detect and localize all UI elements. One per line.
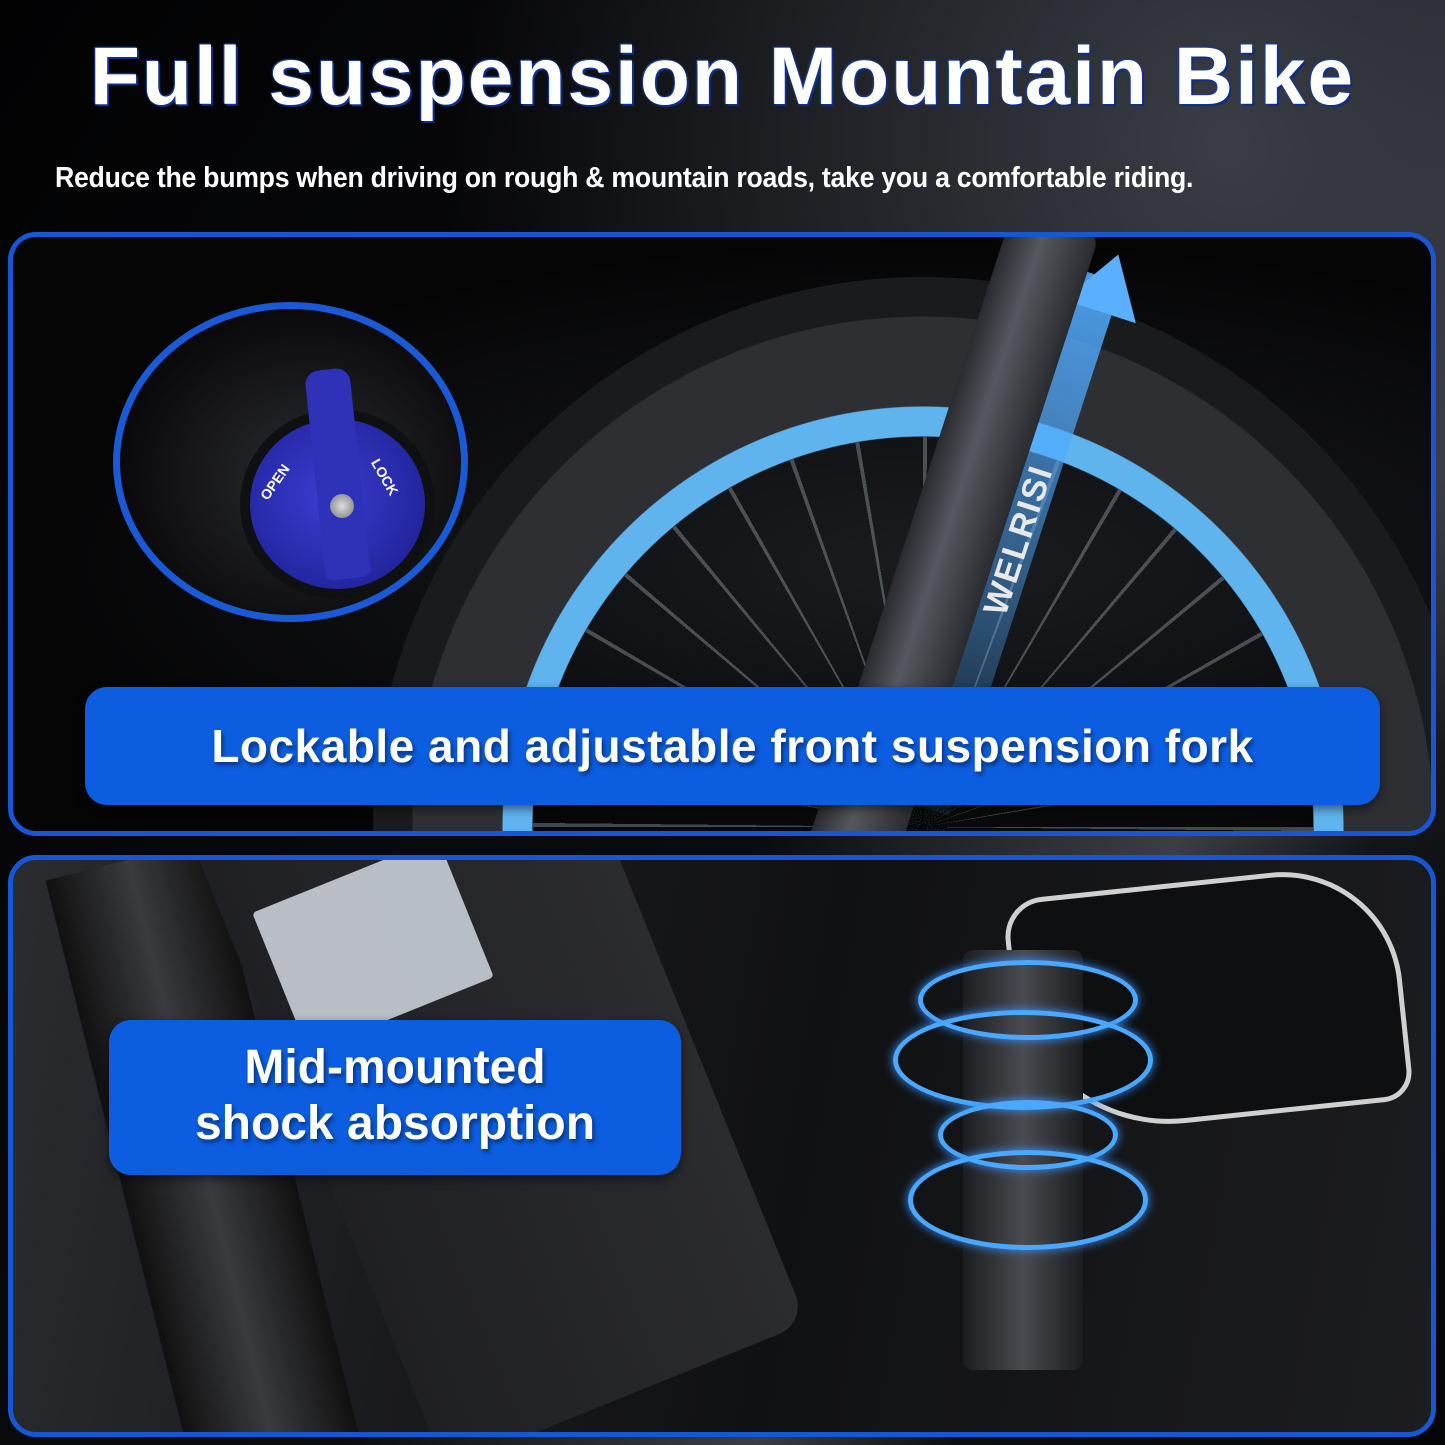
mid-shock-caption: Mid-mounted shock absorption: [109, 1020, 681, 1175]
caption-line-2: shock absorption: [194, 1097, 596, 1150]
page-title: Full suspension Mountain Bike: [89, 31, 1356, 122]
page-subtitle: Reduce the bumps when driving on rough &…: [55, 162, 1194, 194]
motion-ring-icon: [893, 1010, 1153, 1110]
front-fork-panel: WELRISI OPEN LOCK Lockable and adjustabl…: [8, 232, 1436, 836]
front-fork-caption: Lockable and adjustable front suspension…: [85, 687, 1380, 805]
lockout-dial-inset: OPEN LOCK: [113, 302, 468, 622]
caption-line-1: Mid-mounted: [244, 1041, 546, 1094]
mid-shock-panel: Mid-mounted shock absorption: [8, 855, 1436, 1437]
screw-icon: [330, 494, 354, 518]
motion-ring-icon: [908, 1150, 1148, 1250]
